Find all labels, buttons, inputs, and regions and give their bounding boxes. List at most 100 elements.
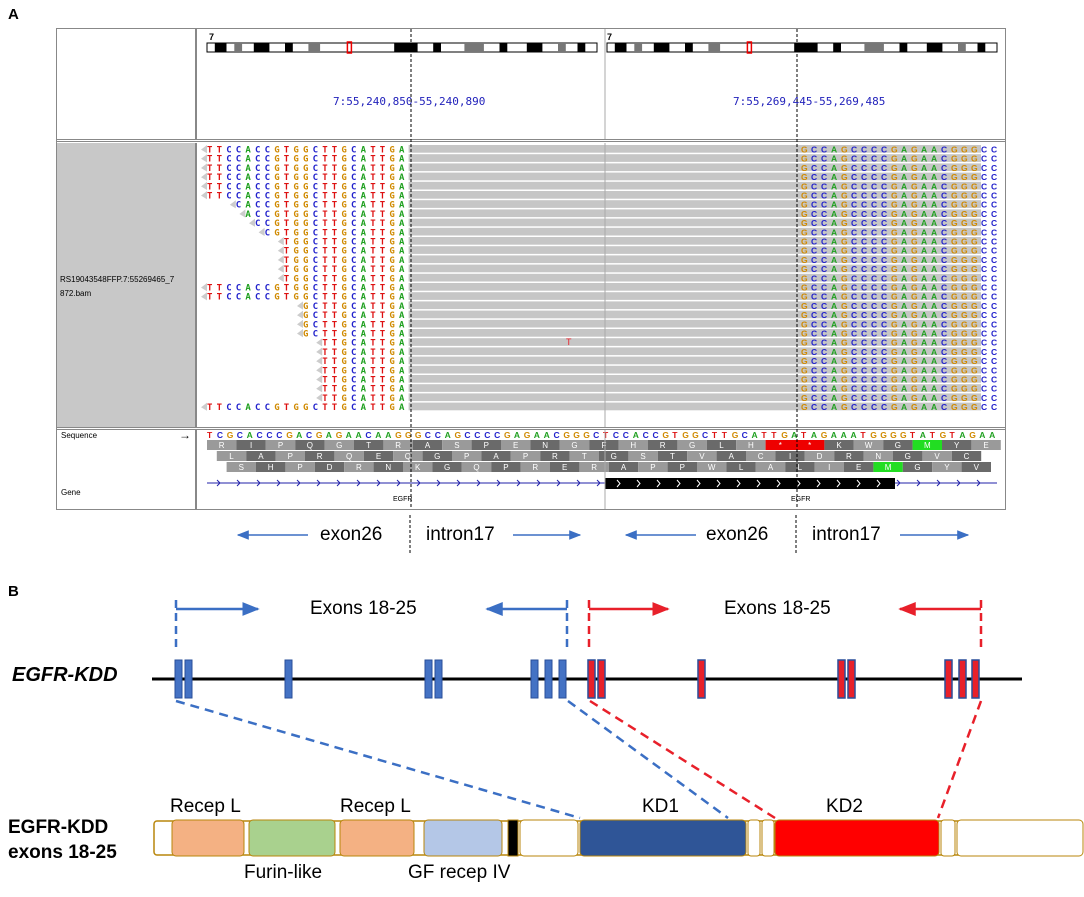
- ideogram-left: [206, 41, 598, 54]
- read-chevron: [316, 356, 323, 365]
- aa-letter: S: [239, 463, 244, 472]
- igv-browser: 7 7 7:55,240,850-55,240,890 7:55,269,445…: [56, 28, 1006, 510]
- exon-block-blue: [174, 659, 183, 699]
- aa-letter: S: [454, 441, 459, 450]
- read-gap: [408, 384, 982, 392]
- aa-cell: [638, 462, 668, 472]
- read-gap: [408, 209, 982, 218]
- domain-kd1: [579, 819, 747, 857]
- aa-letter: Q: [473, 463, 479, 472]
- domain-label-kd2: KD2: [826, 796, 863, 817]
- read-gap: [408, 246, 982, 254]
- exons-label-right: Exons 18-25: [724, 598, 831, 619]
- read-gap: [408, 200, 982, 208]
- aa-cell: [442, 440, 472, 450]
- aa-letter: E: [513, 441, 518, 450]
- domain-linker-3: [940, 819, 956, 857]
- read-chevron: [229, 200, 236, 209]
- aa-cell: [373, 462, 403, 472]
- aa-letter: N: [542, 441, 548, 450]
- aa-letter: *: [779, 441, 782, 450]
- aa-letter: *: [808, 441, 811, 450]
- aa-letter: T: [670, 452, 675, 461]
- aa-letter: G: [689, 441, 695, 450]
- domain-juxtamembrane-1: [519, 819, 579, 857]
- aa-cell: [912, 440, 942, 450]
- aa-letter: L: [719, 441, 724, 450]
- label-intron17-right: intron17: [812, 524, 881, 545]
- aa-letter: Y: [954, 441, 960, 450]
- aa-letter: Q: [307, 441, 313, 450]
- aa-cell: [971, 440, 1001, 450]
- aa-letter: R: [532, 463, 538, 472]
- aa-cell: [716, 451, 746, 461]
- aa-letter: R: [356, 463, 362, 472]
- sequence-arrow: →: [179, 428, 191, 442]
- aa-letter: V: [934, 452, 940, 461]
- aa-cell: [785, 462, 815, 472]
- read-gap: [408, 154, 982, 162]
- aa-letter: V: [974, 463, 980, 472]
- aa-cell: [256, 462, 286, 472]
- aa-cell: [961, 462, 991, 472]
- aa-cell: [295, 440, 325, 450]
- aa-cell: [265, 440, 296, 450]
- aa-cell: [354, 440, 384, 450]
- exons-label-left: Exons 18-25: [310, 598, 417, 619]
- aa-cell: [834, 451, 864, 461]
- exon-block-red: [697, 659, 706, 699]
- aa-letter: T: [582, 452, 587, 461]
- aa-cell: [599, 451, 629, 461]
- aa-letter: M: [885, 463, 892, 472]
- aa-cell: [569, 451, 599, 461]
- aa-letter: V: [699, 452, 705, 461]
- read-gap: [408, 329, 982, 337]
- aa-cell: [726, 462, 756, 472]
- aa-cell: [755, 462, 786, 472]
- aa-cell: [383, 440, 413, 450]
- exon-block-red: [847, 659, 856, 699]
- bam-name-line2: 872.bam: [60, 289, 92, 298]
- aa-cell: [942, 440, 972, 450]
- aa-letter: P: [523, 452, 528, 461]
- domain-label-recep-l-1: Recep L: [170, 796, 241, 817]
- aa-cell: [697, 462, 727, 472]
- label-intron17-left: intron17: [426, 524, 495, 545]
- aa-letter: N: [385, 463, 391, 472]
- aa-cell: [236, 440, 266, 450]
- read-gap: [408, 163, 982, 172]
- read-gap: [408, 310, 982, 319]
- aa-letter: K: [836, 441, 842, 450]
- gene-name-right: EGFR: [791, 496, 811, 503]
- aa-letter: N: [875, 452, 881, 461]
- read-chevron: [316, 384, 323, 393]
- aa-letter: Q: [405, 452, 411, 461]
- domain-linker-1: [747, 819, 761, 857]
- aa-letter: P: [278, 441, 283, 450]
- exon-block-red: [971, 659, 980, 699]
- read-gap: [408, 338, 982, 346]
- exon-block-red: [587, 659, 596, 699]
- aa-letter: A: [729, 452, 735, 461]
- protein-label-line1: EGFR-KDD: [8, 817, 109, 838]
- aa-cell: [530, 440, 560, 450]
- read-chevron: [297, 329, 303, 338]
- domain-label-furin-like: Furin-like: [244, 862, 323, 883]
